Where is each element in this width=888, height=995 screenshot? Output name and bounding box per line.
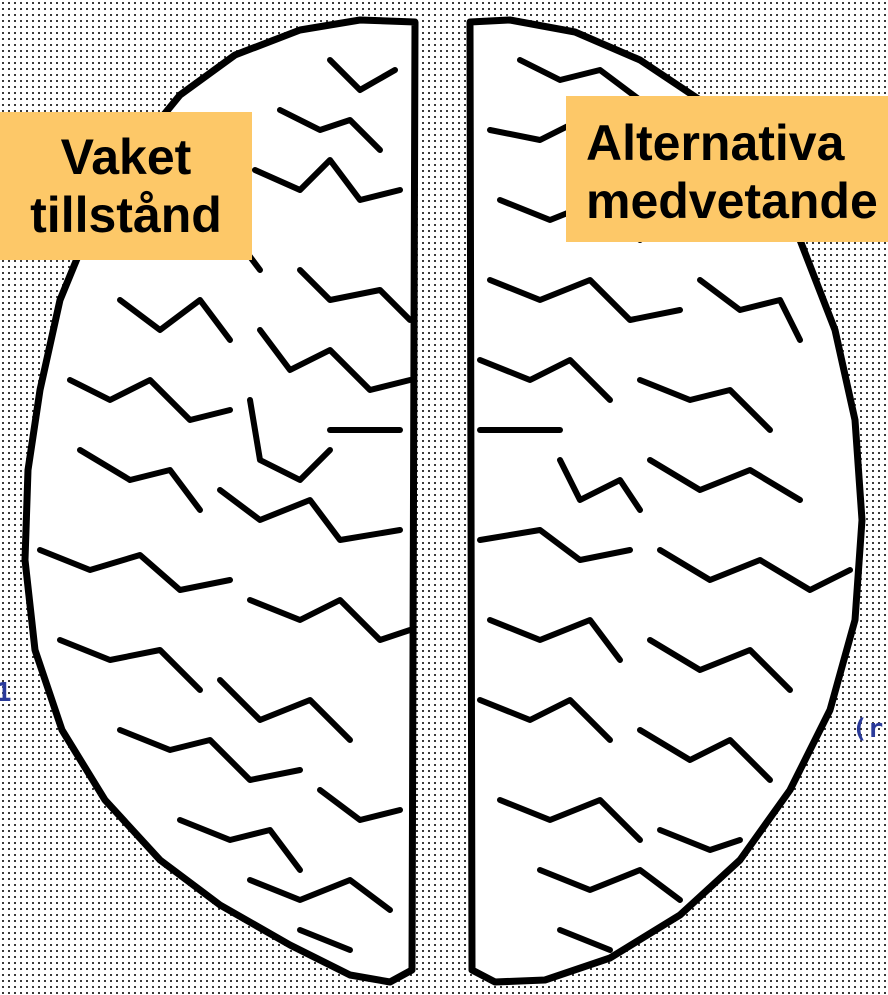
label-awake-state-line2: tillstånd (0, 186, 252, 244)
label-alternative-consciousness: Alternativa medvetande (566, 96, 888, 242)
label-alternative-consciousness-line1: Alternativa (586, 114, 888, 172)
label-awake-state: Vaket tillstånd (0, 112, 252, 260)
right-edge-fragment: (r (852, 716, 883, 742)
label-alternative-consciousness-line2: medvetande (586, 172, 888, 230)
label-awake-state-line1: Vaket (0, 128, 252, 186)
left-edge-fragment: 1 (0, 680, 12, 706)
